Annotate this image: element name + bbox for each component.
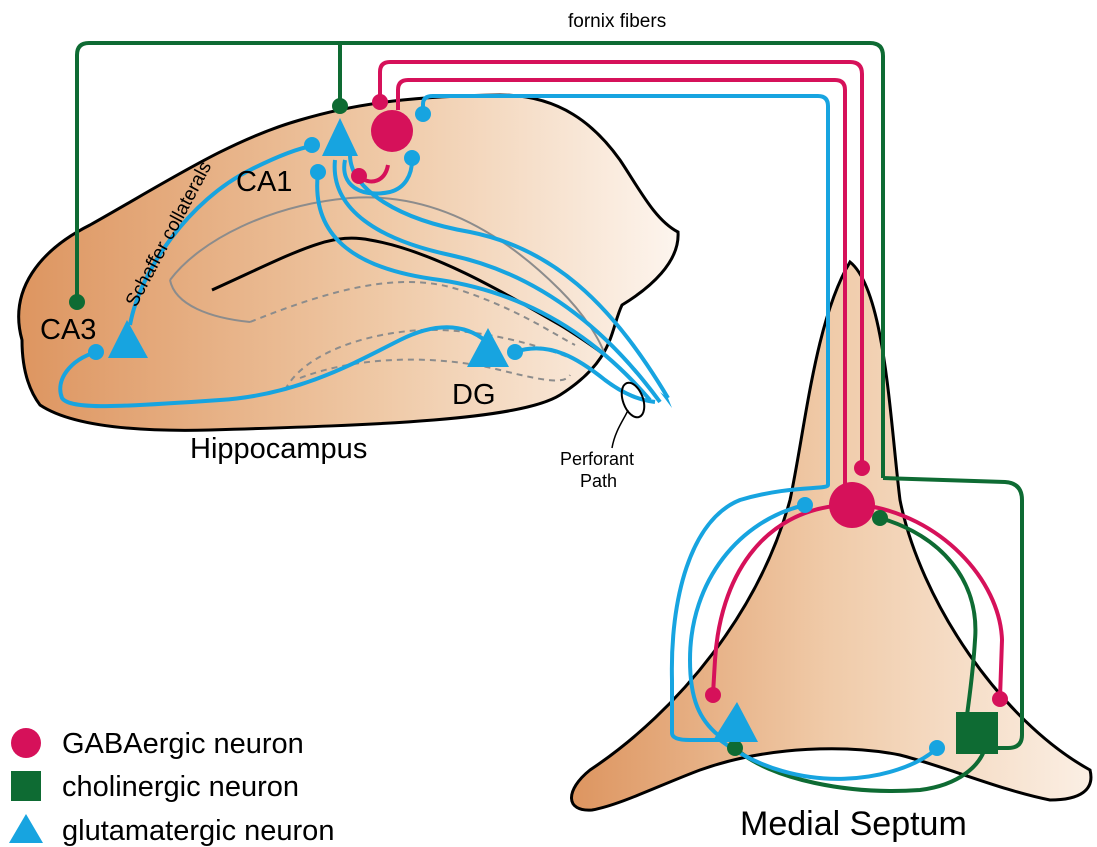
ca1-glut-terminal-4 <box>310 164 326 180</box>
septum-glut-terminal-bottom <box>929 740 945 756</box>
legend-label-cholinergic: cholinergic neuron <box>62 771 299 803</box>
medial-septum-label: Medial Septum <box>740 805 967 843</box>
ca3-glut-terminal <box>88 344 104 360</box>
septum-chol-terminal <box>872 510 888 526</box>
ca1-glut-terminal-2 <box>404 150 420 166</box>
perforant-path-label-1: Perforant <box>560 449 634 469</box>
legend-circle-icon <box>11 728 41 758</box>
legend-triangle-icon <box>9 814 43 843</box>
perforant-path-label-2: Path <box>580 471 617 491</box>
ca1-cholinergic-terminal <box>332 98 348 114</box>
ca1-glut-terminal-3 <box>304 137 320 153</box>
legend-item-gabaergic: GABAergic neuron <box>11 728 304 760</box>
septum-glut-terminal <box>797 497 813 513</box>
legend-item-glutamatergic: glutamatergic neuron <box>9 814 334 847</box>
legend-label-gabaergic: GABAergic neuron <box>62 728 304 760</box>
hippocampus-label: Hippocampus <box>190 433 367 465</box>
legend-item-cholinergic: cholinergic neuron <box>11 771 299 803</box>
ca1-gaba-terminal-2 <box>351 168 367 184</box>
ca1-gabaergic-neuron <box>371 110 413 152</box>
ca1-gaba-terminal-1 <box>372 94 388 110</box>
legend-label-glutamatergic: glutamatergic neuron <box>62 815 334 847</box>
ca3-label: CA3 <box>40 314 96 346</box>
fornix-fibers-label: fornix fibers <box>568 11 666 32</box>
septum-gaba-terminal-left <box>705 687 721 703</box>
medial-septum-tissue <box>571 262 1090 810</box>
ca1-label: CA1 <box>236 166 292 198</box>
dg-glut-terminal <box>507 344 523 360</box>
legend: GABAergic neuron cholinergic neuron glut… <box>9 728 334 847</box>
ca1-glut-terminal-1 <box>415 106 431 122</box>
septum-gabaergic-neuron <box>829 482 875 528</box>
septum-cholinergic-neuron <box>956 712 998 754</box>
dg-label: DG <box>452 379 496 411</box>
septum-chol-terminal-bottom <box>727 740 743 756</box>
ca3-cholinergic-terminal <box>69 294 85 310</box>
legend-square-icon <box>11 771 41 801</box>
septum-gaba-terminal-top <box>854 460 870 476</box>
septum-gaba-terminal-right <box>992 691 1008 707</box>
